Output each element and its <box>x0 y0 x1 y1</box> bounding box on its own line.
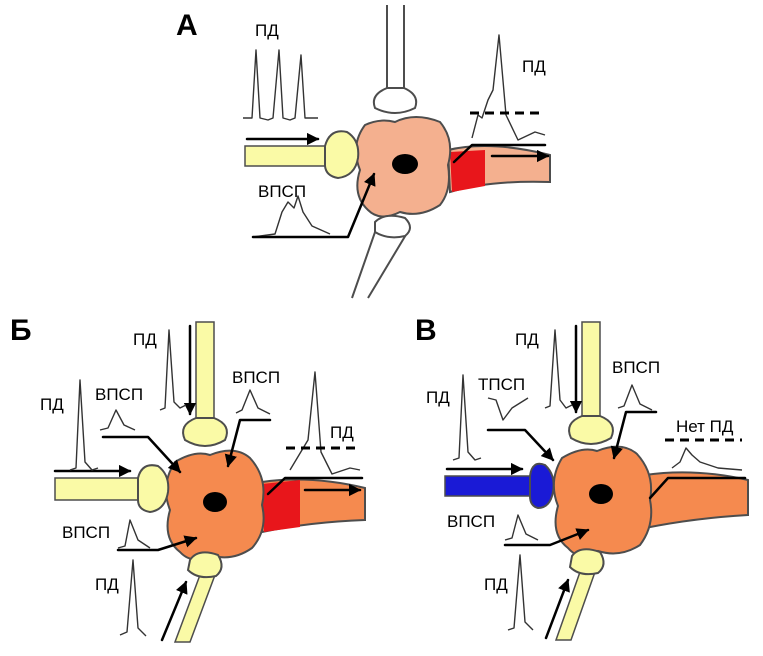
action-potential-train <box>243 49 318 121</box>
top-synaptic-terminal <box>568 415 614 445</box>
label-pd: ПД <box>522 57 546 76</box>
label-epsp: ВПСП <box>258 182 306 201</box>
input-arrow <box>544 578 570 640</box>
epsp-trace <box>117 519 151 549</box>
axon-hillock <box>262 480 300 532</box>
action-potential-trace <box>119 559 147 637</box>
output-action-potential <box>289 371 361 475</box>
action-potential-trace <box>544 329 573 409</box>
label-pd: ПД <box>95 575 119 594</box>
panel-letter-a: А <box>176 9 198 42</box>
action-potential-trace <box>159 329 187 411</box>
label-epsp: ВПСП <box>447 512 495 531</box>
label-no-pd: Нет ПД <box>676 417 734 436</box>
label-epsp: ВПСП <box>612 358 660 377</box>
bottom-presynaptic-fiber <box>554 571 597 641</box>
epsp-pointer <box>224 418 272 468</box>
output-action-potential <box>471 34 546 141</box>
label-pd: ПД <box>40 395 64 414</box>
left-presynaptic-fiber <box>54 477 139 501</box>
label-pd: ПД <box>484 575 508 594</box>
epsp-trace <box>504 514 539 541</box>
bottom-synaptic-terminal <box>568 548 605 576</box>
epsp-pointer <box>503 528 590 547</box>
label-pd: ПД <box>330 423 354 442</box>
ipsp-pointer <box>486 428 555 462</box>
top-synaptic-terminal <box>372 87 418 114</box>
epsp-trace <box>235 389 271 415</box>
bottom-presynaptic-fiber <box>173 574 217 643</box>
label-epsp: ВПСП <box>95 385 143 404</box>
label-pd: ПД <box>255 21 279 40</box>
output-pointer <box>648 476 747 500</box>
top-synaptic-terminal <box>182 417 228 447</box>
nucleus <box>203 492 227 512</box>
epsp-pointer <box>610 410 658 460</box>
ipsp-trace <box>487 397 529 421</box>
inhibitory-synaptic-terminal <box>529 462 555 510</box>
label-pd: ПД <box>426 388 450 407</box>
epsp-pointer <box>116 535 198 552</box>
epsp-pointer <box>251 172 376 239</box>
epsp-trace <box>617 384 653 411</box>
panel-letter-c: В <box>415 314 437 347</box>
panel-letter-b: Б <box>10 314 32 347</box>
action-potential-trace <box>69 379 99 471</box>
left-synaptic-terminal <box>137 464 170 514</box>
panel-a: А ПД ПД ВПСП <box>176 5 551 299</box>
axon <box>644 471 749 530</box>
epsp-trace <box>252 195 331 238</box>
label-epsp: ВПСП <box>62 523 110 542</box>
nucleus <box>392 154 418 174</box>
axon-hillock <box>450 150 485 192</box>
inhibitory-presynaptic-fiber <box>444 475 531 497</box>
input-arrow <box>160 580 188 642</box>
bottom-synaptic-terminal <box>374 214 411 239</box>
label-ipsp: ТПСП <box>478 375 525 394</box>
action-potential-trace <box>507 554 534 631</box>
bottom-synaptic-terminal <box>186 551 223 579</box>
nucleus <box>589 484 613 504</box>
left-synaptic-terminal <box>324 130 360 180</box>
epsp-pointer <box>101 435 182 474</box>
output-pointer <box>266 476 364 496</box>
label-pd: ПД <box>515 330 539 349</box>
label-pd: ПД <box>133 330 157 349</box>
top-presynaptic-fiber <box>386 5 405 88</box>
epsp-trace <box>99 409 136 431</box>
top-presynaptic-fiber <box>195 321 215 421</box>
top-presynaptic-fiber <box>581 321 601 419</box>
left-presynaptic-fiber <box>244 145 326 167</box>
action-potential-trace <box>452 374 482 461</box>
panel-b: Б ПД ПД ВП <box>10 314 366 643</box>
subthreshold-trace <box>671 447 743 471</box>
label-epsp: ВПСП <box>232 368 280 387</box>
panel-c: В ПД ПД ТПСП ВПС <box>415 314 749 641</box>
output-pointer <box>452 143 547 164</box>
